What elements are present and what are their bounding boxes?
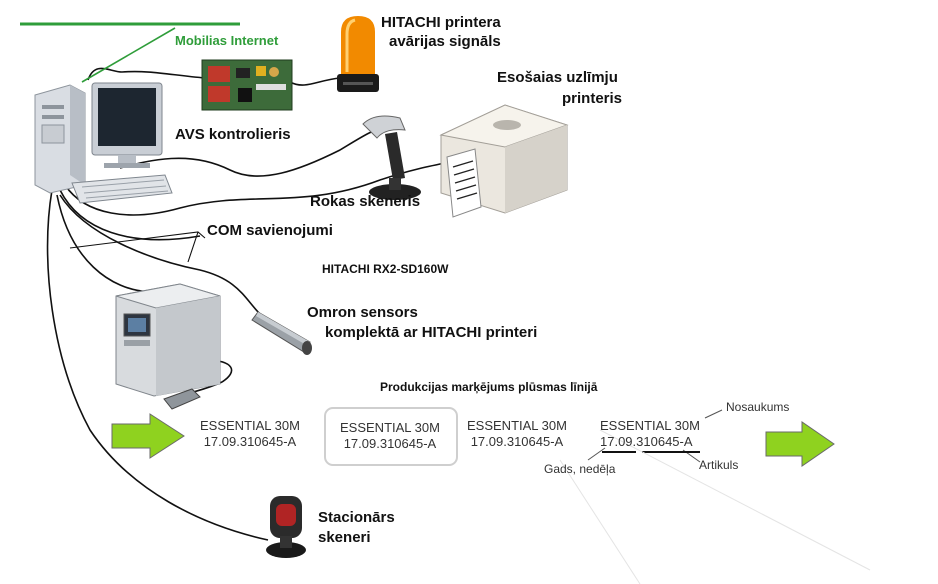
wire-avs-beacon (289, 77, 341, 86)
annotation-article: Artikuls (699, 458, 739, 472)
com-pointer (69, 231, 206, 263)
marking-4-code: 17.09.310645-A (600, 434, 700, 450)
com-connections-label: COM savienojumi (207, 222, 333, 239)
alarm-label-line2: avārijas signāls (389, 33, 501, 50)
computer-icon (34, 82, 173, 204)
label-printer-label-line2: printeris (562, 90, 623, 107)
alarm-beacon-icon (337, 16, 379, 92)
marking-1: ESSENTIAL 30M 17.09.310645-A (200, 418, 300, 450)
marking-3-code: 17.09.310645-A (470, 434, 564, 449)
omron-label-line1: Omron sensors (307, 304, 418, 321)
hand-scanner-icon (362, 115, 421, 200)
mobile-internet-label: Mobilias Internet (175, 33, 279, 48)
marking-1-name: ESSENTIAL 30M (200, 418, 300, 433)
wire-internet (81, 27, 176, 83)
guide-2 (559, 459, 641, 584)
wire-com-1 (59, 189, 201, 241)
flow-arrow-icon-right (765, 421, 835, 467)
inkjet-printer-icon (115, 283, 221, 397)
marking-4-name: ESSENTIAL 30M (600, 418, 700, 433)
print-head-icon (163, 388, 201, 410)
line-marking-label: Produkcijas marķējums plūsmas līnijā (380, 380, 598, 394)
photo-sensor-icon (251, 311, 312, 355)
annotation-name: Nosaukums (726, 400, 790, 414)
marking-4-code-date: 17.09 (600, 434, 633, 449)
stationary-label-line1: Stacionārs (318, 509, 395, 526)
wire-pc-scanner (119, 127, 386, 177)
wire-pc-printer (64, 161, 451, 216)
hitachi-model-label: HITACHI RX2-SD160W (322, 262, 449, 276)
wire-com-2 (56, 194, 151, 293)
flow-arrow-icon-left (111, 413, 185, 459)
marking-3: ESSENTIAL 30M 17.09.310645-A (467, 418, 567, 450)
marking-frame (324, 407, 458, 466)
marking-4: ESSENTIAL 30M 17.09.310645-A (600, 418, 700, 450)
marking-2: ESSENTIAL 30M 17.09.310645-A (340, 420, 440, 452)
marking-1-code: 17.09.310645-A (203, 434, 297, 449)
label-printer-icon (439, 104, 569, 218)
annotation-year-week: Gads, nedēļa (544, 462, 616, 476)
marking-2-name: ESSENTIAL 30M (340, 420, 440, 435)
guide-1 (599, 429, 871, 571)
leader-name (704, 409, 723, 419)
marking-3-name: ESSENTIAL 30M (467, 418, 567, 433)
marking-4-code-article: .310645-A (632, 434, 693, 449)
label-printer-label-line1: Esošaias uzlīmju (497, 69, 618, 86)
leader-year (587, 447, 606, 461)
wire-pc-sensor (59, 194, 263, 317)
controller-board-icon (201, 59, 293, 111)
wire-pc-avs (87, 67, 206, 81)
wire-pc-stationary (46, 189, 269, 541)
omron-label-line2: komplektā ar HITACHI printeri (325, 324, 538, 341)
stationary-scanner-icon (266, 496, 306, 558)
hand-scanner-label: Rokas skeneris (310, 193, 421, 210)
stationary-label-line2: skeneri (318, 529, 371, 546)
avs-controller-label: AVS kontrolieris (175, 126, 291, 143)
alarm-label-line1: HITACHI printera (381, 14, 501, 31)
marking-2-code: 17.09.310645-A (343, 436, 437, 451)
